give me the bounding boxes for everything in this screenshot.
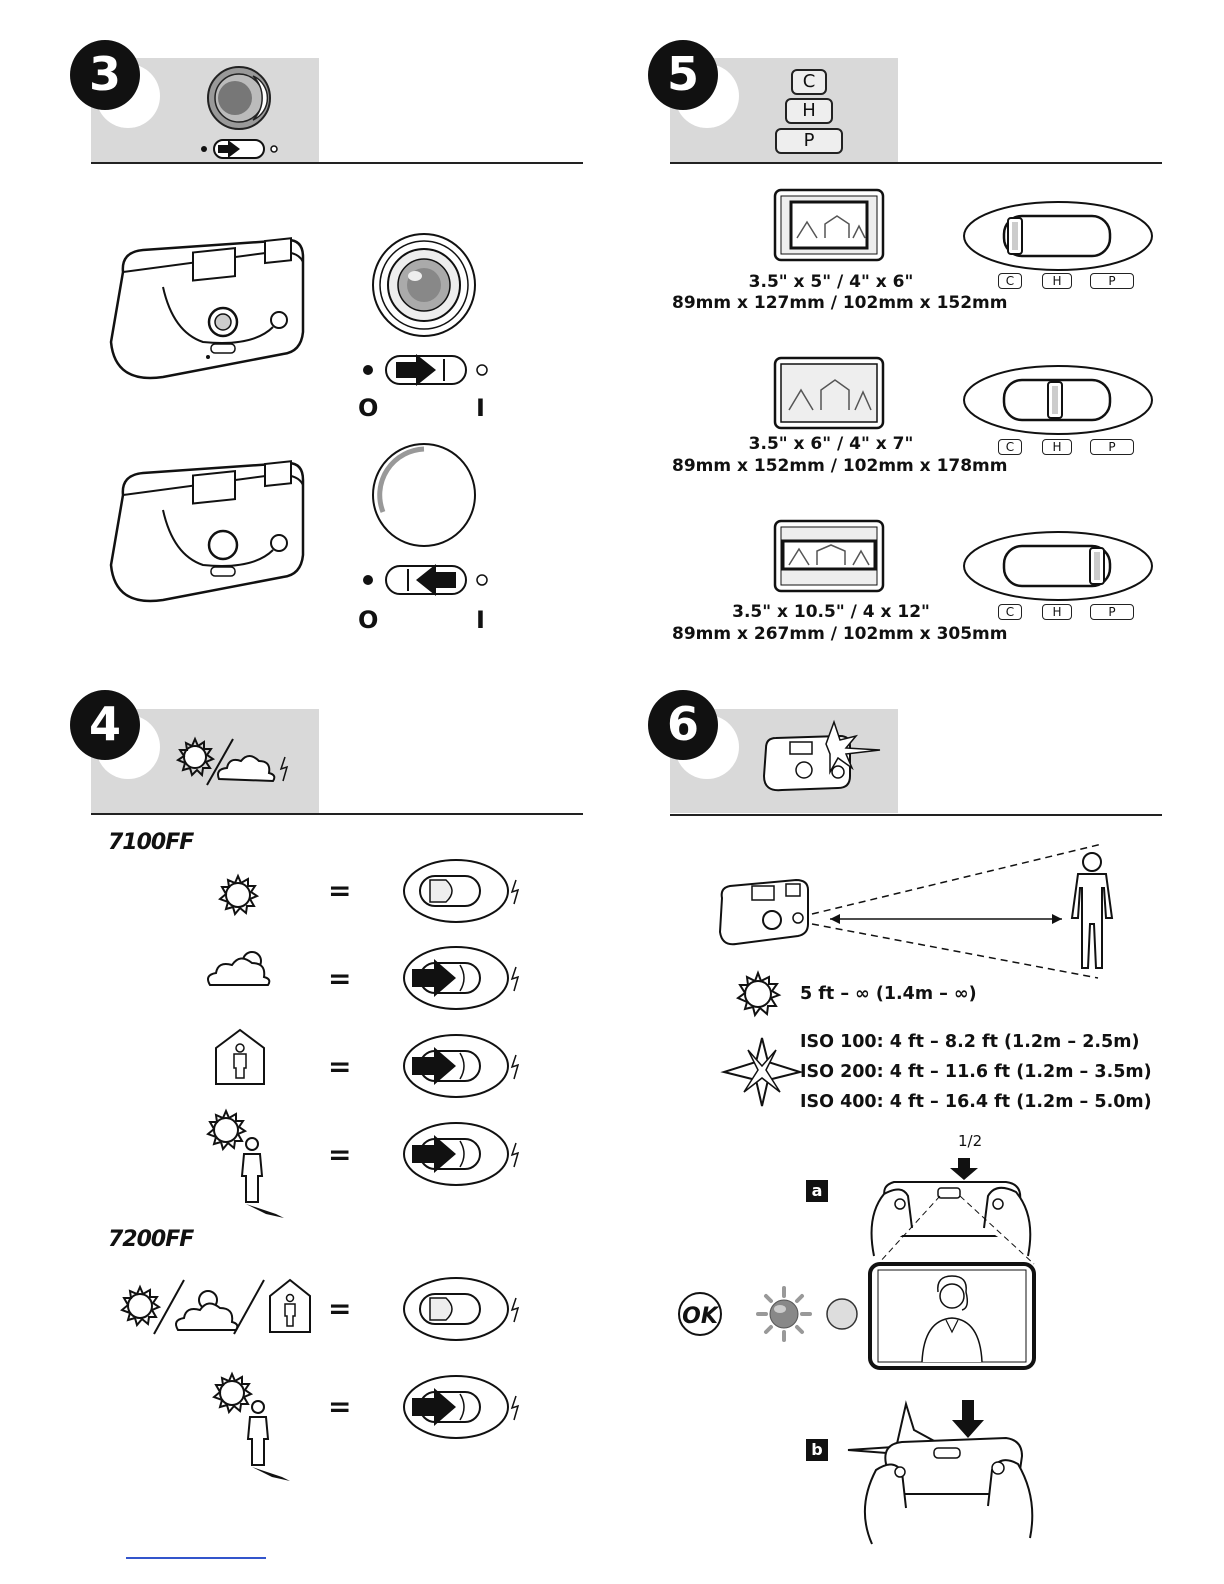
step4-rule	[91, 813, 583, 815]
format-3-caption-line1: 3.5" x 10.5" / 4 x 12"	[732, 602, 930, 622]
equals-sign: =	[328, 1292, 352, 1325]
format-selector-icon	[963, 201, 1153, 271]
step5-rule	[670, 162, 1162, 164]
frame-icon	[773, 356, 885, 430]
switch-on-icon	[403, 1122, 520, 1186]
hands-camera-flash-icon	[847, 1400, 1034, 1545]
step-b-label: b	[806, 1439, 828, 1461]
switch-on-icon	[403, 1034, 520, 1098]
step3-rule	[91, 162, 583, 164]
switch-label-on: I	[476, 394, 485, 422]
hands-camera-icon	[870, 1158, 1035, 1265]
frame-icon	[773, 188, 885, 262]
switch-on-icon	[403, 946, 520, 1010]
sun-icon	[735, 970, 782, 1018]
step-a-label: a	[806, 1180, 828, 1202]
camera-distance-diagram	[718, 843, 1114, 979]
format-key-p: P	[775, 128, 843, 154]
format-key-h: H	[785, 98, 833, 124]
frame-icon	[773, 519, 885, 593]
equals-sign: =	[328, 874, 352, 907]
format-1-caption-line1: 3.5" x 5" / 4" x 6"	[748, 272, 914, 292]
switch-icon	[363, 354, 488, 386]
format-key-p: P	[1090, 604, 1134, 620]
format-key-c: C	[791, 69, 827, 95]
step6-rule	[670, 814, 1162, 816]
switch-icon	[363, 564, 488, 596]
backlit-person-icon	[206, 1108, 284, 1218]
format-1-caption-line2: 89mm x 127mm / 102mm x 152mm	[672, 293, 1008, 313]
backlit-person-icon	[212, 1371, 290, 1481]
equals-sign: =	[328, 962, 352, 995]
switch-icon	[201, 139, 278, 159]
switch-on-icon	[403, 1375, 520, 1439]
format-key-c: C	[998, 604, 1022, 620]
switch-label-on: I	[476, 606, 485, 634]
range-daylight: 5 ft – ∞ (1.4m – ∞)	[800, 984, 977, 1004]
format-selector-icon	[963, 531, 1153, 601]
range-iso200: ISO 200: 4 ft – 11.6 ft (1.2m – 3.5m)	[800, 1062, 1152, 1082]
sun-icon	[218, 873, 260, 917]
format-2-caption-line1: 3.5" x 6" / 4" x 7"	[748, 434, 914, 454]
switch-label-off: O	[358, 606, 379, 634]
lens-cover-icon	[372, 443, 476, 547]
format-selector-icon	[963, 365, 1153, 435]
house-person-icon	[215, 1028, 265, 1085]
switch-off-icon	[403, 1277, 520, 1341]
format-key-c: C	[998, 273, 1022, 289]
ready-light-icon	[756, 1286, 858, 1342]
format-key-p: P	[1090, 273, 1134, 289]
step3-number: 3	[70, 40, 140, 110]
viewfinder-portrait-icon	[868, 1262, 1036, 1370]
model-label-7200ff: 7200FF	[108, 1227, 194, 1252]
format-key-h: H	[1042, 604, 1072, 620]
starburst-flash-icon	[720, 1037, 804, 1107]
switch-off-icon	[403, 859, 520, 923]
step6-number: 6	[648, 690, 718, 760]
format-3-caption-line2: 89mm x 267mm / 102mm x 305mm	[672, 624, 1008, 644]
camera-icon	[109, 460, 305, 603]
step5-number: 5	[648, 40, 718, 110]
range-iso100: ISO 100: 4 ft – 8.2 ft (1.2m – 2.5m)	[800, 1032, 1140, 1052]
step4-number: 4	[70, 690, 140, 760]
range-iso400: ISO 400: 4 ft – 16.4 ft (1.2m – 5.0m)	[800, 1092, 1152, 1112]
sun-cloud-flash-icon	[175, 736, 289, 786]
equals-sign: =	[328, 1138, 352, 1171]
format-key-h: H	[1042, 439, 1072, 455]
equals-sign: =	[328, 1390, 352, 1423]
camera-icon	[109, 237, 305, 380]
camera-lens-icon	[207, 66, 271, 130]
camera-lens-icon	[372, 233, 476, 337]
footer-rule	[126, 1557, 266, 1559]
format-key-h: H	[1042, 273, 1072, 289]
ok-label: OK	[682, 1304, 720, 1329]
model-label-7100ff: 7100FF	[108, 830, 194, 855]
format-2-caption-line2: 89mm x 152mm / 102mm x 178mm	[672, 456, 1008, 476]
equals-sign: =	[328, 1050, 352, 1083]
ok-icon: OK	[678, 1292, 722, 1336]
half-press-label: 1/2	[958, 1132, 983, 1150]
format-key-c: C	[998, 439, 1022, 455]
format-key-p: P	[1090, 439, 1134, 455]
sun-cloud-house-icon	[120, 1278, 311, 1335]
camera-flash-icon	[762, 719, 881, 792]
switch-label-off: O	[358, 394, 379, 422]
cloud-icon	[207, 951, 271, 986]
